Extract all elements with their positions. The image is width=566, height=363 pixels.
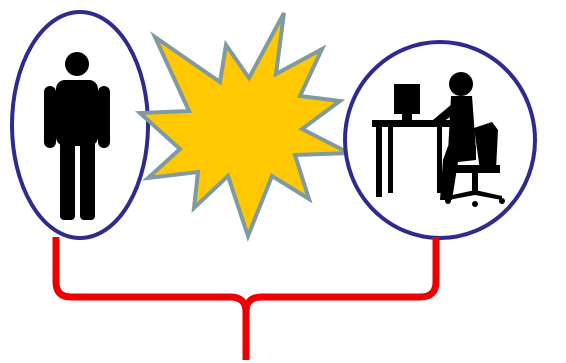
curly-bracket-icon	[56, 237, 436, 360]
person-node	[12, 12, 148, 238]
starburst-conflict-icon	[140, 13, 349, 236]
computer-user-node	[345, 42, 535, 238]
